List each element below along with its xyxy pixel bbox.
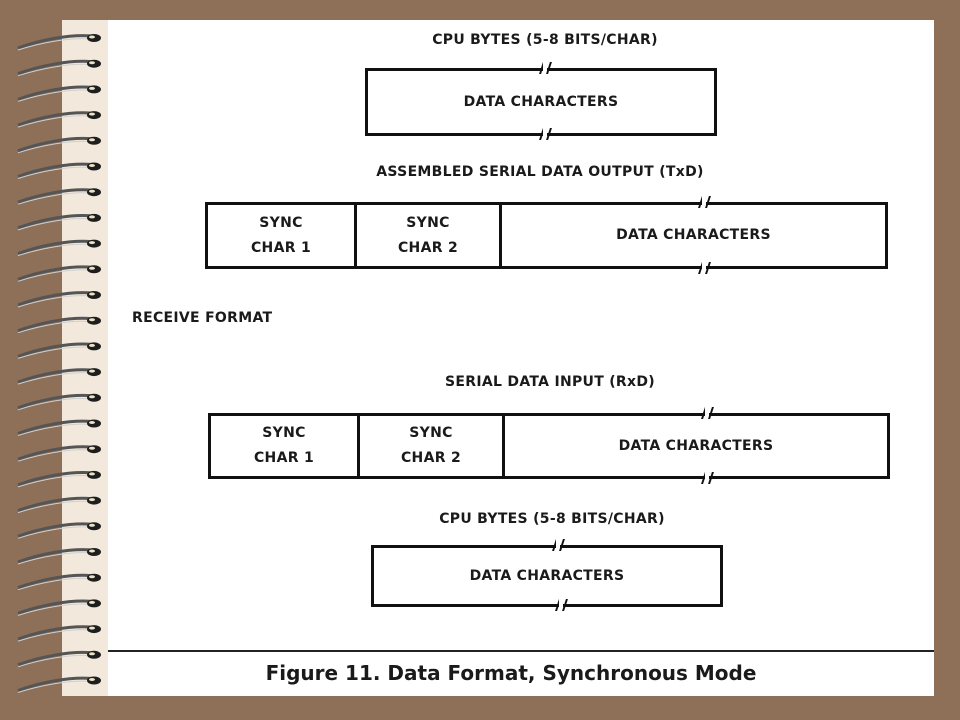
transmit-cpu-data-text: DATA CHARACTERS — [463, 93, 619, 110]
txd-data-characters: DATA CHARACTERS — [616, 227, 771, 243]
txd-frame-box: SYNC CHAR 1 SYNC CHAR 2 DATA CHARACTERS — [205, 202, 888, 269]
txd-sync-char-1: SYNC CHAR 1 — [208, 205, 357, 266]
spiral-coil-icon — [17, 213, 101, 231]
spiral-binding — [17, 34, 101, 693]
caption-rule — [108, 650, 934, 652]
spiral-coil-icon — [17, 239, 101, 257]
spiral-coil-icon — [17, 111, 101, 128]
break-mark-icon — [700, 406, 714, 420]
spiral-coil-icon — [17, 522, 101, 539]
spiral-coil-icon — [17, 136, 101, 154]
spiral-coil-icon — [17, 548, 101, 565]
spiral-coil-icon — [17, 368, 101, 385]
receive-cpu-data-box: DATA CHARACTERS — [371, 545, 723, 607]
break-mark-icon — [697, 195, 711, 209]
rxd-sync-char-1: SYNC CHAR 1 — [211, 416, 360, 476]
receive-format-label: RECEIVE FORMAT — [132, 310, 273, 326]
spiral-coil-icon — [17, 676, 101, 693]
spiral-coil-icon — [17, 162, 101, 179]
transmit-cpu-data-box: DATA CHARACTERS — [365, 68, 717, 136]
transmit-cpu-bytes-label: CPU BYTES (5-8 BITS/CHAR) — [432, 32, 658, 48]
break-mark-icon — [551, 538, 565, 552]
spiral-coil-icon — [17, 419, 101, 436]
spiral-coil-icon — [17, 470, 101, 488]
spiral-coil-icon — [17, 573, 101, 591]
spiral-coil-icon — [17, 445, 101, 462]
spiral-coil-icon — [17, 188, 101, 205]
spiral-coil-icon — [17, 650, 101, 668]
break-mark-icon — [554, 598, 568, 612]
receive-cpu-data-text: DATA CHARACTERS — [469, 567, 625, 584]
rxd-sync-char-2: SYNC CHAR 2 — [360, 416, 505, 476]
spiral-coil-icon — [17, 316, 101, 334]
spiral-coil-icon — [17, 496, 101, 514]
break-mark-icon — [538, 127, 552, 141]
receive-cpu-bytes-label: CPU BYTES (5-8 BITS/CHAR) — [439, 511, 665, 527]
spiral-coil-icon — [17, 393, 101, 411]
txd-sync-char-2: SYNC CHAR 2 — [357, 205, 502, 266]
figure-caption: Figure 11. Data Format, Synchronous Mode — [265, 661, 757, 685]
break-mark-icon — [700, 471, 714, 485]
spiral-coil-icon — [17, 85, 101, 102]
spiral-coil-icon — [17, 265, 101, 282]
rxd-data-characters: DATA CHARACTERS — [618, 437, 774, 454]
break-mark-icon — [538, 61, 552, 75]
txd-label: ASSEMBLED SERIAL DATA OUTPUT (TxD) — [376, 164, 704, 180]
spiral-coil-icon — [17, 291, 101, 308]
rxd-frame-box: SYNC CHAR 1 SYNC CHAR 2 DATA CHARACTERS — [208, 413, 890, 479]
spiral-coil-icon — [17, 59, 101, 77]
rxd-label: SERIAL DATA INPUT (RxD) — [445, 374, 655, 390]
break-mark-icon — [697, 261, 711, 275]
spiral-coil-icon — [17, 625, 101, 642]
spiral-coil-icon — [17, 34, 101, 51]
spiral-coil-icon — [17, 342, 101, 359]
spiral-coil-icon — [17, 599, 101, 616]
